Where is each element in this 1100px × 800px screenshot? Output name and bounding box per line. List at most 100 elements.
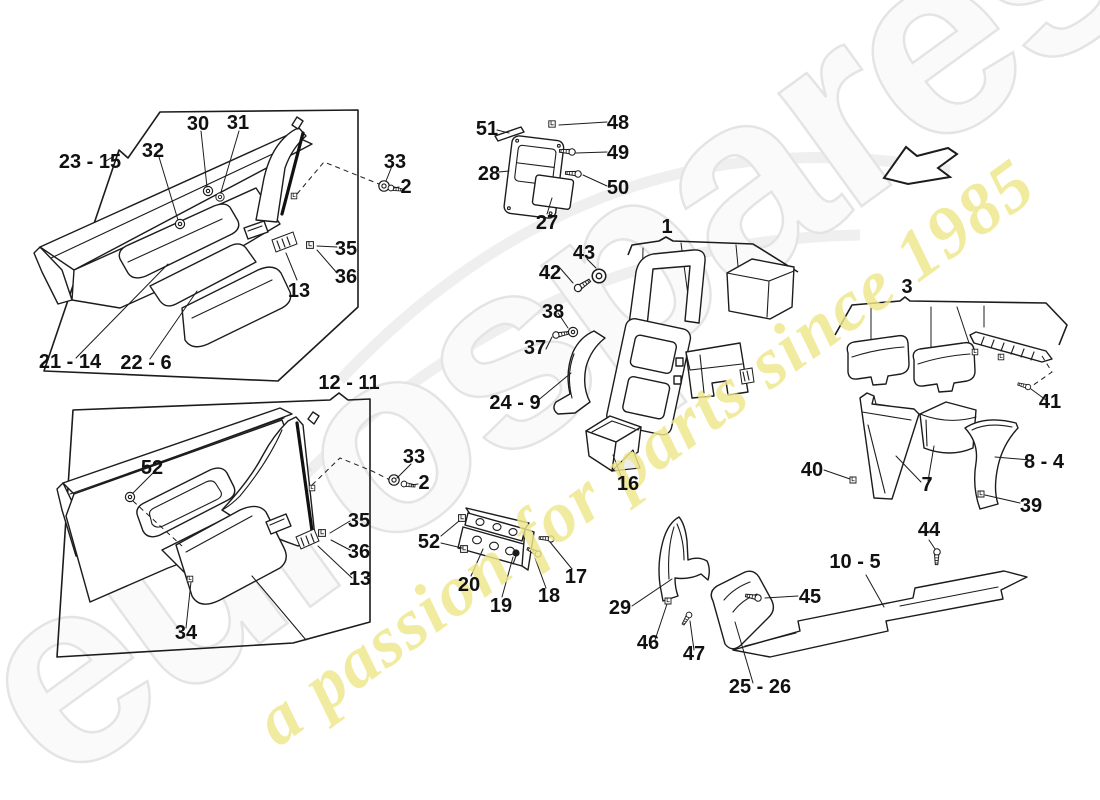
group-12-11-border bbox=[56, 392, 371, 658]
part-label-18: 18 bbox=[538, 585, 560, 607]
pillar-trim-upper bbox=[255, 127, 307, 223]
washer-icon bbox=[388, 474, 400, 486]
part-label-43: 43 bbox=[573, 242, 595, 264]
washer-icon bbox=[378, 180, 390, 192]
sill-scuff-plate bbox=[732, 570, 1028, 658]
nut-icon bbox=[567, 326, 579, 338]
part-label-32: 32 bbox=[142, 140, 164, 162]
stowage-bin-flap bbox=[611, 449, 641, 472]
pillar-bead bbox=[280, 131, 305, 216]
screw-icon bbox=[680, 610, 694, 627]
clip-icon bbox=[977, 490, 985, 498]
part-label-12-11: 12 - 11 bbox=[318, 372, 379, 394]
nut-icon bbox=[174, 218, 186, 230]
clip-icon bbox=[186, 575, 194, 583]
clip-icon bbox=[458, 514, 466, 522]
part-label-13: 13 bbox=[349, 568, 371, 590]
clip-icon bbox=[849, 476, 857, 484]
part-label-51: 51 bbox=[476, 118, 498, 140]
part-label-40: 40 bbox=[801, 459, 823, 481]
pillar-hook bbox=[291, 116, 304, 130]
part-label-52: 52 bbox=[141, 457, 163, 479]
artwork bbox=[33, 109, 1068, 684]
armrest-pad bbox=[912, 341, 976, 393]
side-pocket bbox=[710, 570, 775, 650]
part-label-38: 38 bbox=[542, 301, 564, 323]
part-label-21-14: 21 - 14 bbox=[39, 351, 102, 373]
upper-pocket bbox=[726, 258, 795, 320]
bezel-plate bbox=[265, 513, 292, 535]
group-12-11 bbox=[56, 392, 419, 658]
part-label-27: 27 bbox=[536, 212, 558, 234]
group-28 bbox=[494, 120, 608, 219]
door-pocket bbox=[181, 266, 292, 348]
part-label-33: 33 bbox=[403, 446, 425, 468]
part-label-46: 46 bbox=[637, 632, 659, 654]
part-label-47: 47 bbox=[683, 643, 705, 665]
group-1 bbox=[535, 236, 799, 482]
group-rail bbox=[440, 507, 573, 598]
part-label-41: 41 bbox=[1039, 391, 1061, 413]
part-label-28: 28 bbox=[478, 163, 500, 185]
part-label-10-5: 10 - 5 bbox=[829, 551, 880, 573]
clip-icon bbox=[290, 192, 298, 200]
part-label-25-26: 25 - 26 bbox=[729, 676, 791, 698]
part-label-35: 35 bbox=[335, 238, 357, 260]
screw-icon bbox=[1016, 381, 1032, 391]
group-23-15 bbox=[33, 109, 403, 382]
part-label-52: 52 bbox=[418, 531, 440, 553]
part-label-37: 37 bbox=[524, 337, 546, 359]
clip-icon bbox=[308, 484, 316, 492]
pillar-bead bbox=[295, 421, 315, 540]
mount-bracket bbox=[685, 342, 749, 399]
watermark-swoosh bbox=[336, 152, 952, 384]
part-label-44: 44 bbox=[918, 519, 941, 541]
sill-left-cap bbox=[33, 246, 73, 305]
sill-strip bbox=[969, 331, 1053, 363]
part-label-16: 16 bbox=[617, 473, 639, 495]
part-label-39: 39 bbox=[1020, 495, 1042, 517]
washer-icon bbox=[591, 268, 607, 284]
part-label-17: 17 bbox=[565, 566, 587, 588]
armrest-frame bbox=[118, 203, 240, 279]
direction-arrow-icon bbox=[882, 145, 959, 186]
group-1-bracket bbox=[627, 236, 799, 273]
part-label-34: 34 bbox=[175, 622, 198, 644]
part-label-19: 19 bbox=[490, 595, 512, 617]
pin-icon bbox=[512, 549, 520, 557]
door-pocket bbox=[175, 505, 287, 605]
clip-icon bbox=[997, 353, 1005, 361]
group-console-side bbox=[631, 516, 799, 684]
part-label-23-15: 23 - 15 bbox=[59, 151, 121, 173]
clip-icon bbox=[318, 529, 326, 537]
hinge-rod bbox=[494, 126, 525, 142]
part-label-45: 45 bbox=[799, 586, 821, 608]
part-label-3: 3 bbox=[901, 276, 912, 298]
screw-icon bbox=[933, 548, 941, 566]
nut-icon bbox=[124, 491, 136, 503]
part-label-13: 13 bbox=[288, 280, 310, 302]
part-label-50: 50 bbox=[607, 177, 629, 199]
part-label-36: 36 bbox=[348, 541, 370, 563]
vent-grille bbox=[271, 231, 298, 253]
clip-icon bbox=[548, 120, 556, 128]
part-label-20: 20 bbox=[458, 574, 480, 596]
part-label-31: 31 bbox=[227, 112, 249, 134]
part-label-1: 1 bbox=[661, 216, 672, 238]
bracket-tab bbox=[673, 375, 682, 385]
part-label-42: 42 bbox=[539, 262, 561, 284]
part-label-24-9: 24 - 9 bbox=[489, 392, 540, 414]
part-label-29: 29 bbox=[609, 597, 631, 619]
part-label-2: 2 bbox=[400, 176, 411, 198]
part-label-36: 36 bbox=[335, 266, 357, 288]
group-3 bbox=[732, 296, 1068, 658]
part-label-33: 33 bbox=[384, 151, 406, 173]
part-label-49: 49 bbox=[607, 142, 629, 164]
b-pillar-trim bbox=[964, 419, 1019, 510]
washer-icon bbox=[215, 192, 225, 202]
part-label-30: 30 bbox=[187, 113, 209, 135]
pillar-hook bbox=[307, 411, 320, 425]
nut-icon bbox=[202, 185, 214, 197]
